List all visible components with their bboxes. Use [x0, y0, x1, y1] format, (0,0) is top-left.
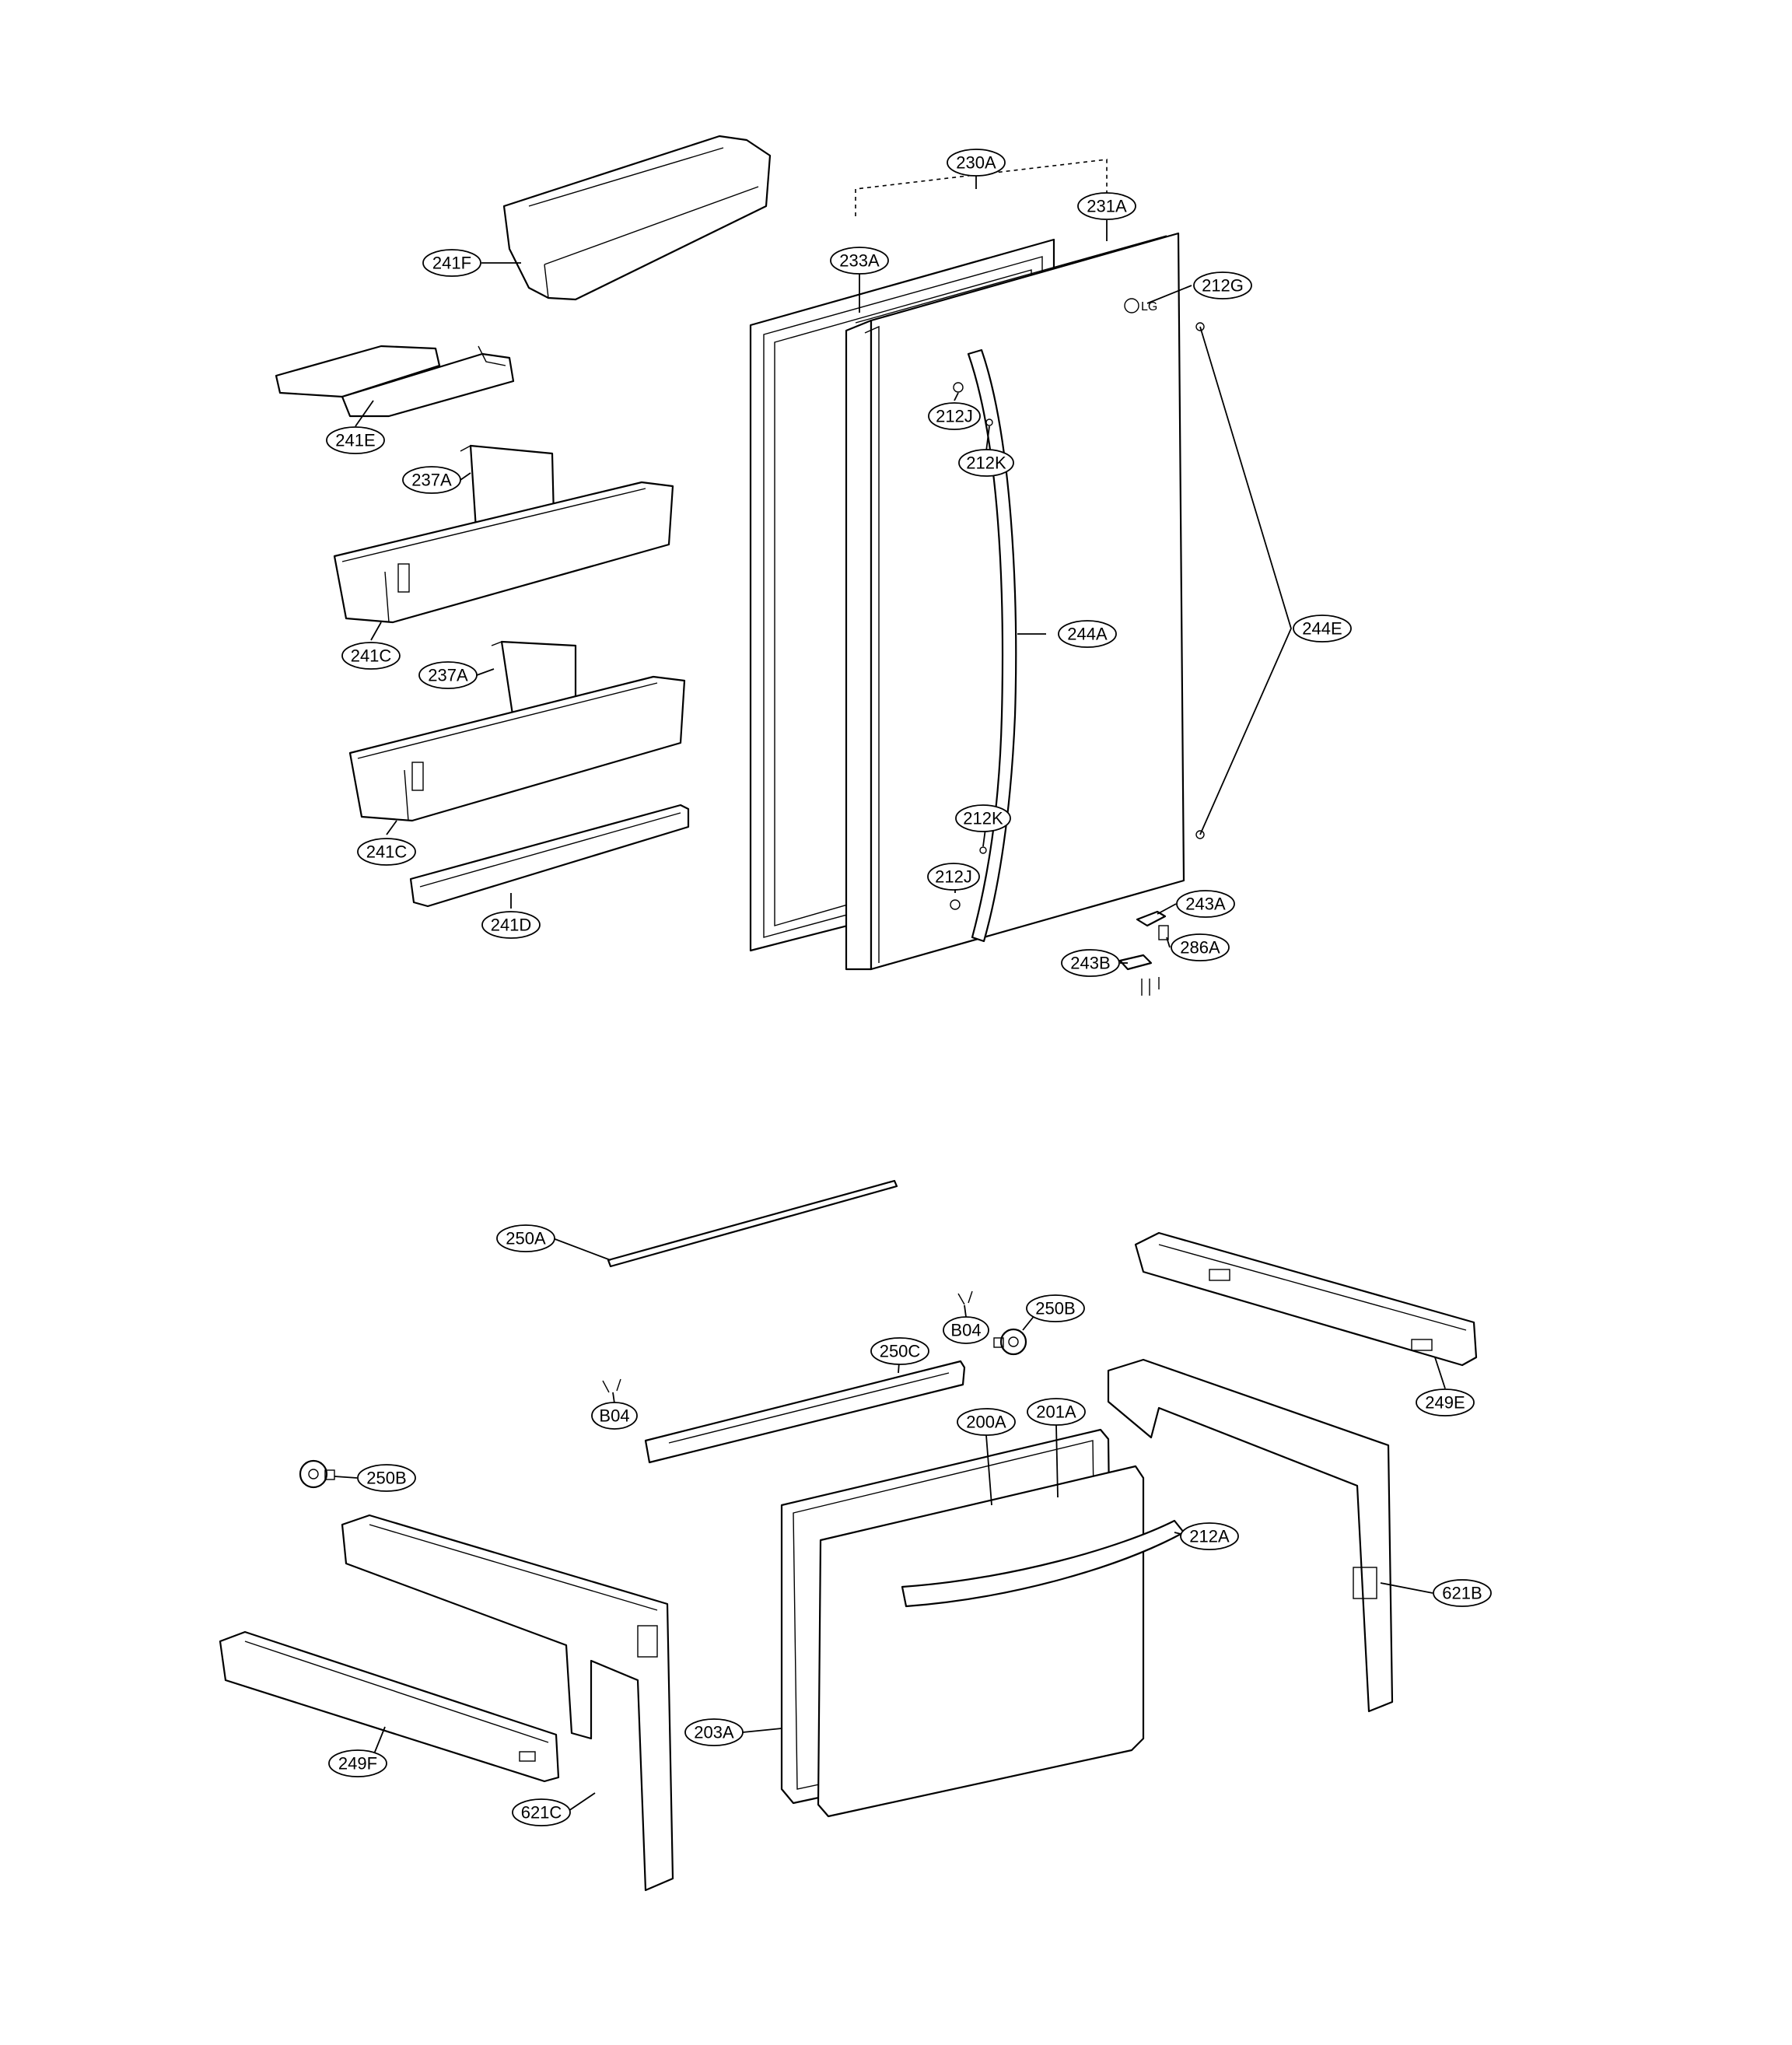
svg-text:241D: 241D — [491, 916, 532, 935]
label-244A: 244A — [1058, 620, 1117, 648]
bracket-621C — [341, 1514, 674, 1892]
svg-text:621C: 621C — [521, 1803, 562, 1823]
svg-text:286A: 286A — [1180, 938, 1220, 958]
label-244E: 244E — [1293, 615, 1352, 643]
label-237A-top: 237A — [402, 466, 461, 494]
svg-text:237A: 237A — [411, 471, 452, 490]
label-241D: 241D — [481, 911, 541, 939]
label-200A: 200A — [957, 1408, 1016, 1436]
label-621B: 621B — [1433, 1579, 1492, 1607]
label-621C: 621C — [512, 1798, 571, 1826]
door-wire-244E — [1195, 322, 1292, 839]
freezer-drawer-face — [817, 1465, 1185, 1818]
door-bin-241E — [275, 345, 515, 418]
door-bin-241C-mid — [348, 675, 686, 822]
label-203A: 203A — [684, 1718, 744, 1746]
svg-text:203A: 203A — [694, 1723, 734, 1742]
label-250B-left: 250B — [357, 1464, 416, 1492]
label-212G: 212G — [1193, 271, 1252, 299]
label-B04-left: B04 — [591, 1402, 638, 1430]
door-bin-241F — [502, 135, 772, 301]
fresh-food-door: LG — [845, 232, 1185, 971]
svg-text:244A: 244A — [1067, 625, 1108, 644]
hinge-parts — [1118, 910, 1169, 996]
svg-text:212A: 212A — [1189, 1527, 1230, 1546]
svg-text:B04: B04 — [599, 1406, 629, 1426]
svg-text:230A: 230A — [956, 153, 996, 173]
svg-text:250B: 250B — [366, 1469, 406, 1488]
label-201A: 201A — [1027, 1398, 1086, 1426]
svg-text:233A: 233A — [839, 251, 880, 271]
label-243B: 243B — [1061, 949, 1120, 977]
svg-text:201A: 201A — [1036, 1402, 1076, 1422]
label-241E: 241E — [326, 426, 385, 454]
part-labels: 230A 231A 233A 212G 241F 241E 212J 212K … — [326, 149, 1492, 1826]
label-212J-top: 212J — [928, 402, 981, 430]
svg-text:212J: 212J — [936, 407, 973, 426]
label-230A: 230A — [947, 149, 1006, 177]
svg-text:212J: 212J — [935, 867, 972, 887]
gear-250B-right — [993, 1328, 1027, 1356]
svg-text:250A: 250A — [506, 1229, 546, 1248]
door-bin-241C-top — [333, 481, 674, 624]
svg-text:212G: 212G — [1202, 276, 1244, 296]
svg-text:231A: 231A — [1087, 197, 1127, 216]
label-231A: 231A — [1077, 192, 1136, 220]
assembly-bracket-230A — [855, 159, 1108, 216]
label-249F: 249F — [328, 1749, 387, 1777]
svg-text:243B: 243B — [1070, 954, 1110, 973]
svg-text:241F: 241F — [432, 254, 471, 273]
label-250B-right: 250B — [1026, 1294, 1085, 1322]
svg-text:LG: LG — [1141, 300, 1157, 313]
svg-text:249F: 249F — [338, 1754, 377, 1774]
bracket-621B — [1107, 1358, 1394, 1713]
svg-text:243A: 243A — [1185, 895, 1226, 914]
label-241C-top: 241C — [341, 642, 401, 670]
leader-lines — [334, 175, 1446, 1812]
label-212K-bottom: 212K — [955, 804, 1011, 832]
svg-text:621B: 621B — [1442, 1584, 1482, 1603]
bar-250C — [644, 1360, 966, 1464]
rail-249E — [1134, 1231, 1478, 1367]
svg-text:B04: B04 — [950, 1321, 981, 1340]
label-241C-mid: 241C — [357, 838, 416, 866]
svg-text:237A: 237A — [428, 666, 468, 685]
label-250A: 250A — [496, 1224, 555, 1252]
gear-250B-left — [299, 1459, 335, 1489]
label-286A: 286A — [1171, 933, 1230, 961]
label-212A: 212A — [1180, 1522, 1239, 1550]
lg-logo: LG — [1124, 298, 1157, 313]
label-250C: 250C — [870, 1337, 929, 1365]
label-212J-bottom: 212J — [927, 863, 980, 891]
screws-B04 — [602, 1290, 973, 1393]
svg-text:250C: 250C — [880, 1342, 921, 1361]
svg-text:244E: 244E — [1302, 619, 1342, 639]
svg-text:212K: 212K — [963, 809, 1003, 828]
label-249E: 249E — [1416, 1388, 1475, 1416]
label-B04-right: B04 — [943, 1316, 989, 1344]
svg-text:200A: 200A — [966, 1413, 1006, 1432]
svg-text:241C: 241C — [351, 646, 392, 666]
svg-text:249E: 249E — [1425, 1393, 1465, 1413]
svg-text:241E: 241E — [335, 431, 375, 450]
rail-249F — [219, 1630, 560, 1783]
door-bar-241D — [409, 804, 690, 908]
label-212K-top: 212K — [958, 449, 1014, 477]
rod-250A — [607, 1179, 898, 1268]
label-241F: 241F — [422, 249, 481, 277]
svg-text:212K: 212K — [966, 453, 1006, 473]
label-243A: 243A — [1176, 890, 1235, 918]
label-237A-mid: 237A — [418, 661, 478, 689]
svg-text:241C: 241C — [366, 842, 408, 862]
label-233A: 233A — [830, 247, 889, 275]
svg-text:250B: 250B — [1035, 1299, 1075, 1318]
